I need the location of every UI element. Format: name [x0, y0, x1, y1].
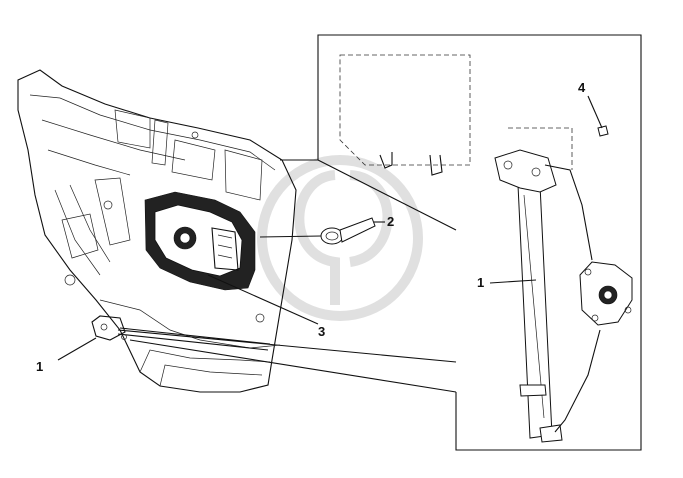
leader-1-right: [489, 279, 537, 284]
leader-1-left: [57, 337, 97, 361]
projection-line-lower: [129, 339, 457, 393]
projection-line-diag: [317, 159, 457, 231]
window-glass-outline: [339, 54, 471, 176]
callout-1-left: 1: [36, 359, 43, 374]
upper-bracket-outline: [508, 127, 573, 170]
callout-4: 4: [578, 80, 586, 95]
door-inner-panel: [17, 69, 297, 393]
callout-2: 2: [387, 214, 394, 229]
callout-1-right: 1: [477, 275, 484, 290]
clip-part-4: [597, 125, 609, 137]
projection-line-upper: [117, 329, 457, 363]
leader-3: [207, 274, 319, 325]
callout-3: 3: [318, 324, 325, 339]
door-regulator-rail: [91, 315, 271, 351]
leader-4: [587, 95, 603, 129]
detail-frame: [317, 34, 642, 451]
motor-mount-pocket: [144, 191, 256, 291]
window-regulator-assembly: [494, 149, 633, 443]
bolt-part-2: [259, 217, 376, 245]
gp-watermark-icon: [257, 155, 423, 321]
